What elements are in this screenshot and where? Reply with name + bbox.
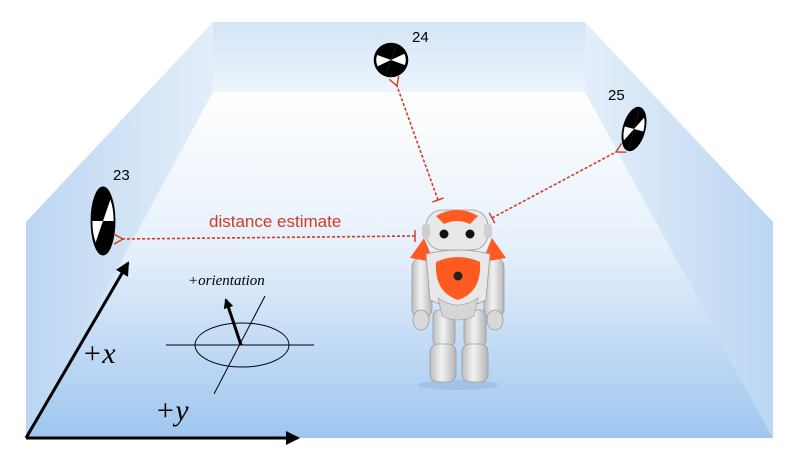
distance-arrow-24: [388, 75, 444, 203]
x-axis-arrow: [24, 261, 130, 439]
robot-head: [422, 209, 492, 251]
orientation-arrow: [223, 298, 243, 346]
robot-legs: [429, 309, 489, 383]
marker-23: 23: [90, 167, 130, 256]
marker-25: 25: [608, 87, 647, 152]
orientation-label: +orientation: [188, 273, 265, 289]
robot: [410, 209, 506, 390]
orientation-ellipse: [194, 322, 290, 368]
distance-arrow-25: [488, 142, 627, 224]
x-axis-label: +x: [82, 337, 116, 370]
distance-arrow-23: [113, 229, 416, 245]
robot-hips: [437, 297, 479, 321]
distance-estimate-label: distance estimate: [209, 212, 341, 231]
marker-23-label: 23: [113, 167, 130, 184]
robot-chest-button: [453, 271, 463, 281]
room: [26, 22, 773, 438]
robot-shadow: [418, 380, 498, 390]
distance-arrows: [113, 75, 627, 245]
marker-24: 24: [373, 29, 429, 78]
y-axis-label: +y: [155, 394, 189, 427]
coordinate-axes: +x +y: [24, 261, 300, 445]
orientation-diagram: +orientation: [166, 273, 314, 395]
robot-right-eye: [465, 229, 475, 239]
robot-left-eye: [439, 229, 449, 239]
marker-24-label: 24: [412, 29, 429, 46]
marker-25-label: 25: [608, 87, 625, 104]
robot-arms: [411, 257, 505, 331]
